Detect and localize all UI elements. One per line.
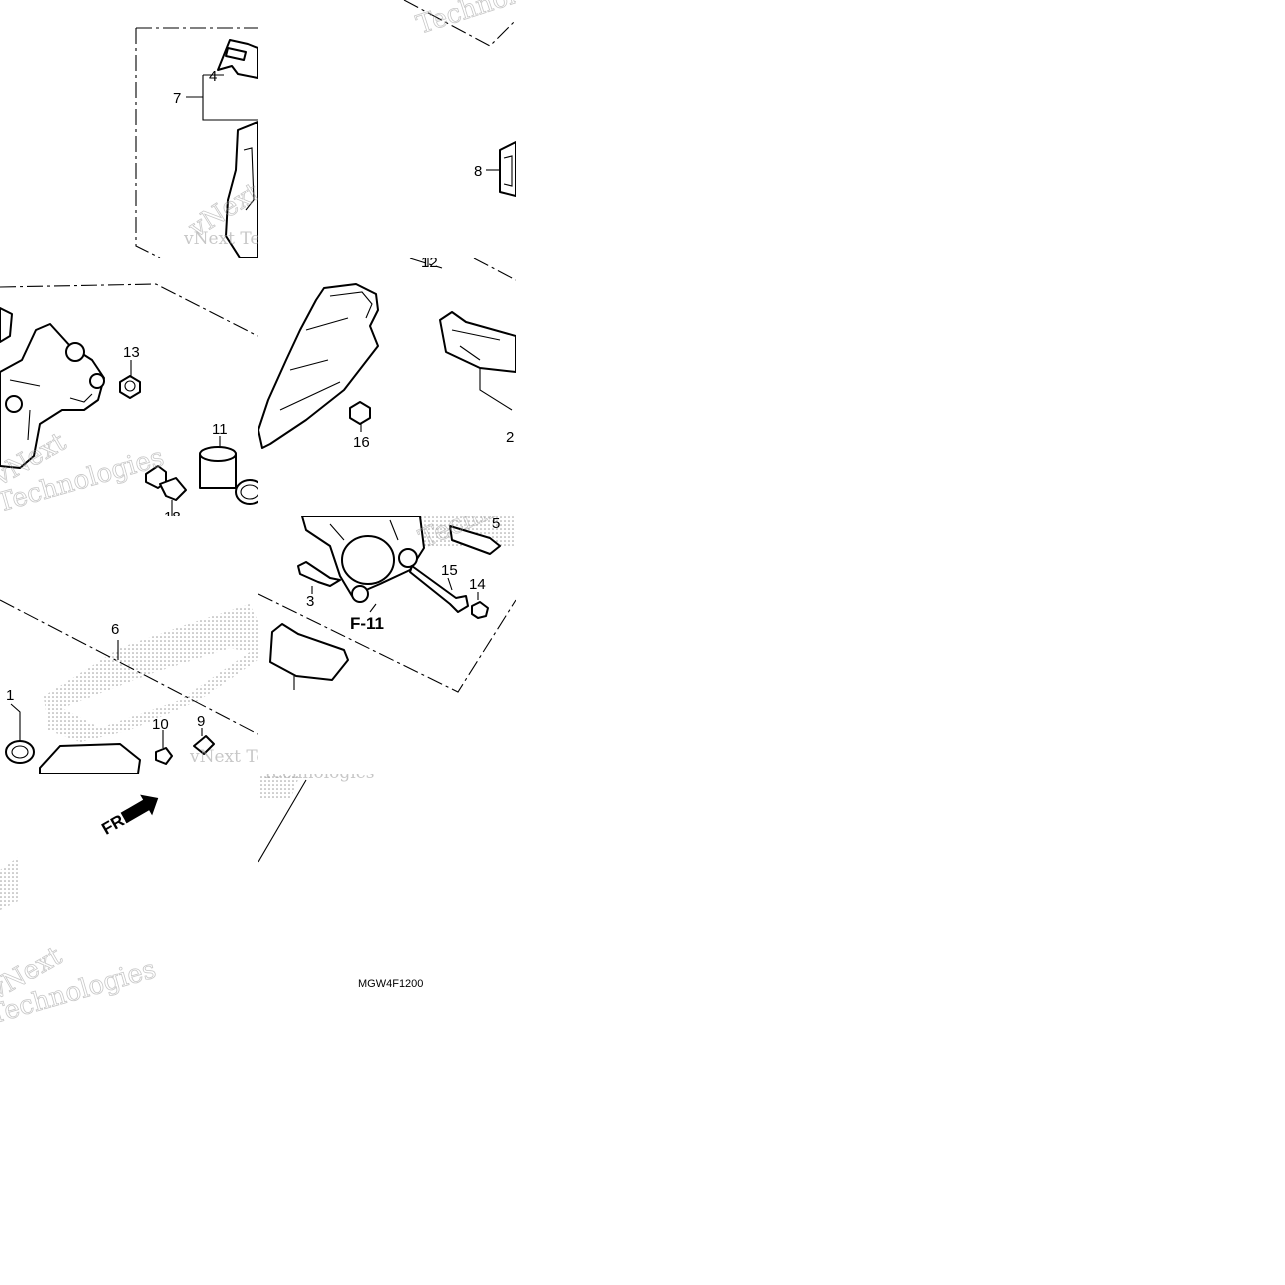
callout-8: 8 [474,163,482,180]
callout-9: 9 [197,713,205,730]
tile-bottom-right: 5 15 14 3 F-11 Technologies [258,515,516,693]
tile-bottom-left: 6 1 10 9 vNext Technologies [0,599,359,774]
tile-middle-right: 12 16 2 [258,254,516,451]
callout-16: 16 [353,434,370,451]
svg-text:vNext Technologies: vNext Technologies [189,747,359,767]
callout-12: 12 [421,254,438,271]
callout-13: 13 [123,344,140,361]
callout-11: 11 [212,421,228,438]
callout-5: 5 [492,515,500,532]
watermark: vNext Technologies vNext [183,177,353,249]
callout-14: 14 [469,576,486,593]
callout-18: 18 [164,509,181,526]
callout-2: 2 [506,429,514,446]
diagram-code: MGW4F1200 [358,978,423,990]
callout-3: 3 [306,593,314,610]
watermark: vNext Technologies [0,940,160,1031]
callout-10: 10 [152,716,169,733]
callout-6: 6 [111,621,119,638]
tile-extra-left: FR. vNext Technologies [0,794,160,1031]
tile-middle-left: 13 11 18 vNext Technologies [0,283,258,526]
watermark: Technologies [413,0,586,41]
callout-4: 4 [209,68,217,85]
reference-label: F-11 [350,614,384,633]
tile-top-right: 8 Technologies [403,0,586,197]
watermark: vNext Technologies [189,747,359,767]
tile-extra-right: Technologies MGW4F1200 [258,763,423,990]
front-arrow-icon: FR. [98,794,159,839]
callout-15: 15 [441,562,458,579]
callout-1: 1 [6,687,14,704]
callout-7: 7 [173,90,181,107]
svg-text:vNext Technologies: vNext Technologies [183,229,353,249]
watermark: Technologies [262,763,375,783]
tile-top-left: 7 4 vNext Technologies vNext [135,27,353,258]
